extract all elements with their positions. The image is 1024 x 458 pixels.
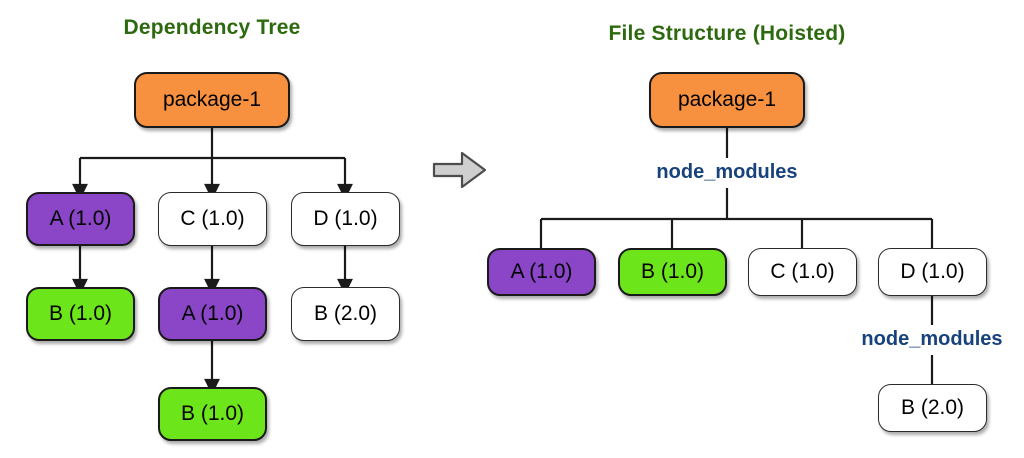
node-left-a-1-0-under-c[interactable]: A (1.0) [158, 287, 267, 341]
node-right-c-1-0[interactable]: C (1.0) [748, 248, 857, 296]
right-block-arrow-icon [432, 151, 487, 189]
node-left-a-1-0[interactable]: A (1.0) [26, 192, 135, 246]
node-right-package-1[interactable]: package-1 [649, 72, 805, 128]
node-right-b-1-0[interactable]: B (1.0) [618, 248, 727, 296]
left-panel-title: Dependency Tree [123, 16, 301, 39]
folder-node-modules-top[interactable]: node_modules [656, 161, 798, 183]
node-right-b-2-0[interactable]: B (2.0) [878, 384, 987, 432]
node-left-b-2-0-under-d[interactable]: B (2.0) [291, 287, 400, 341]
node-left-b-1-0-under-a[interactable]: B (1.0) [26, 287, 135, 341]
node-right-d-1-0[interactable]: D (1.0) [878, 248, 987, 296]
folder-node-modules-nested[interactable]: node_modules [861, 328, 1003, 350]
node-left-b-1-0-under-a-nested[interactable]: B (1.0) [158, 387, 267, 441]
node-left-package-1[interactable]: package-1 [134, 72, 290, 128]
node-left-c-1-0[interactable]: C (1.0) [158, 192, 267, 246]
right-panel-title: File Structure (Hoisted) [608, 22, 846, 45]
node-left-d-1-0[interactable]: D (1.0) [291, 192, 400, 246]
node-right-a-1-0[interactable]: A (1.0) [487, 248, 596, 296]
